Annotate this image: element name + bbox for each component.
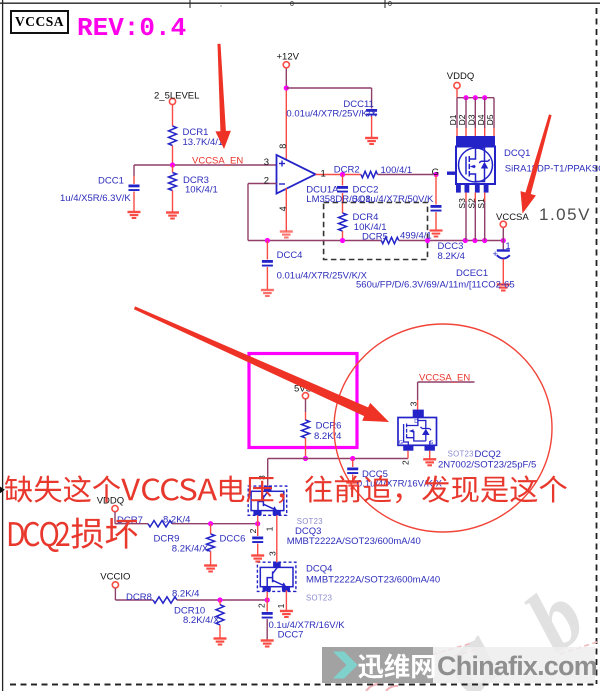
svg-text:D3: D3 — [467, 114, 477, 125]
svg-text:DCC7: DCC7 — [278, 630, 304, 641]
svg-text:DCC3: DCC3 — [438, 241, 464, 252]
svg-text:560u/FP/D/6.3V/69/A/11m/[11CO2: 560u/FP/D/6.3V/69/A/11m/[11CO2-65 — [356, 280, 515, 291]
svg-text:8.2K/4: 8.2K/4 — [172, 588, 199, 599]
svg-text:3: 3 — [267, 551, 277, 556]
svg-text:0.1u/4/X7R/16V/K/X: 0.1u/4/X7R/16V/K/X — [357, 478, 443, 489]
svg-text:DCR6: DCR6 — [316, 420, 342, 431]
svg-text:DCR9: DCR9 — [154, 533, 180, 544]
svg-text:SOT23: SOT23 — [297, 517, 323, 526]
svg-text:2N7002/SOT23/25pF/5: 2N7002/SOT23/25pF/5 — [438, 459, 536, 470]
svg-text:10K/4/1: 10K/4/1 — [354, 222, 387, 233]
svg-text:MMBT2222A/SOT23/600mA/40: MMBT2222A/SOT23/600mA/40 — [306, 574, 440, 585]
svg-text:,: , — [220, 1, 222, 8]
svg-text:0: 0 — [388, 1, 392, 8]
svg-text:3: 3 — [264, 157, 269, 168]
svg-text:DCQ3: DCQ3 — [295, 526, 321, 537]
svg-text:VCCSA: VCCSA — [496, 212, 529, 223]
svg-text:SOT23: SOT23 — [306, 593, 332, 602]
svg-text:10K/4/1: 10K/4/1 — [185, 185, 218, 196]
svg-text:D4: D4 — [476, 114, 486, 125]
svg-text:MMBT2222A/SOT23/600mA/40: MMBT2222A/SOT23/600mA/40 — [287, 536, 421, 547]
svg-text:2: 2 — [257, 603, 267, 608]
svg-text:1: 1 — [506, 241, 511, 251]
svg-text:2: 2 — [400, 460, 410, 465]
svg-text:+: + — [493, 249, 498, 259]
svg-text:VDDQ: VDDQ — [97, 495, 124, 506]
svg-text:1: 1 — [265, 526, 275, 531]
svg-text:8.2K/4: 8.2K/4 — [438, 251, 465, 262]
svg-text:2: 2 — [248, 528, 258, 533]
svg-text:S1: S1 — [476, 198, 486, 209]
svg-text:DCR10: DCR10 — [174, 605, 205, 616]
svg-text:DCC2: DCC2 — [353, 184, 379, 195]
svg-text:DCR1: DCR1 — [183, 127, 209, 138]
svg-text:DCEC1: DCEC1 — [456, 268, 488, 279]
svg-text:DCR5: DCR5 — [362, 231, 388, 242]
svg-text:DCC11: DCC11 — [343, 99, 373, 110]
svg-text:1.05V: 1.05V — [539, 205, 591, 224]
svg-text:DCQ4: DCQ4 — [306, 563, 332, 574]
svg-text:0.01u/4/X7R/25V/K/X: 0.01u/4/X7R/25V/K/X — [286, 108, 377, 119]
svg-text:DCU1A: DCU1A — [306, 184, 339, 195]
svg-text:D1: D1 — [448, 114, 458, 125]
svg-text:8.2K/4/X: 8.2K/4/X — [183, 615, 220, 626]
svg-text:S3: S3 — [457, 198, 467, 209]
svg-text:1u/4/X5R/6.3V/K: 1u/4/X5R/6.3V/K — [60, 193, 131, 204]
svg-text:8.2K/4/X: 8.2K/4/X — [172, 543, 209, 554]
svg-text:DCC1: DCC1 — [98, 176, 124, 187]
svg-text:0.01u/4/X7R/50V/K: 0.01u/4/X7R/50V/K — [352, 194, 434, 205]
svg-text:VDDQ: VDDQ — [447, 71, 474, 82]
svg-text:0.01u/4/X7R/25V/K/X: 0.01u/4/X7R/25V/K/X — [277, 270, 368, 281]
svg-text:S2: S2 — [467, 198, 477, 209]
svg-text:DCQ2: DCQ2 — [475, 449, 501, 460]
svg-text:Chinafix.com: Chinafix.com — [437, 651, 597, 681]
svg-text:499/4/1: 499/4/1 — [400, 231, 432, 242]
svg-text:DCR4: DCR4 — [353, 212, 379, 223]
svg-text:2_5LEVEL: 2_5LEVEL — [154, 90, 199, 101]
svg-text:DCR2: DCR2 — [334, 164, 360, 175]
svg-text:0: 0 — [290, 1, 294, 8]
svg-text:G: G — [432, 167, 439, 178]
svg-text:100/4/1: 100/4/1 — [381, 165, 413, 176]
svg-text:3: 3 — [409, 401, 419, 406]
svg-text:VCCSA_EN: VCCSA_EN — [192, 155, 243, 166]
svg-text:DCC6: DCC6 — [220, 533, 246, 544]
svg-text:8.2K/4: 8.2K/4 — [314, 431, 341, 442]
svg-text:SiRA18DP-T1/PPAKSO-8: SiRA18DP-T1/PPAKSO-8 — [505, 163, 600, 174]
svg-text:1: 1 — [321, 168, 326, 179]
svg-text:0.1u/4/X7R/16V/K: 0.1u/4/X7R/16V/K — [269, 620, 346, 631]
svg-text:D2: D2 — [457, 114, 467, 125]
svg-text:VCCIO: VCCIO — [100, 571, 130, 582]
svg-text:DCC5: DCC5 — [362, 469, 388, 480]
svg-text:DCQ1: DCQ1 — [504, 148, 530, 159]
svg-text:1: 1 — [276, 603, 286, 608]
svg-text:D: D — [414, 419, 418, 425]
svg-text:DCR8: DCR8 — [126, 592, 152, 603]
svg-text:LM358DR/SO8: LM358DR/SO8 — [306, 194, 370, 205]
svg-text:13.7K/4/1: 13.7K/4/1 — [183, 137, 224, 148]
svg-text:VCCSA_EN: VCCSA_EN — [419, 372, 470, 383]
svg-text:DCR3: DCR3 — [183, 175, 209, 186]
svg-text:G: G — [399, 440, 403, 446]
svg-text:D5: D5 — [485, 114, 495, 125]
svg-text:+12V: +12V — [277, 51, 300, 62]
svg-text:DCC4: DCC4 — [277, 250, 303, 261]
svg-text:8.2K/4: 8.2K/4 — [163, 514, 190, 525]
svg-text:4: 4 — [278, 206, 288, 211]
svg-text:2: 2 — [264, 175, 269, 186]
svg-text:S: S — [430, 440, 434, 446]
svg-text:SOT23: SOT23 — [448, 450, 474, 459]
svg-text:8: 8 — [278, 144, 288, 149]
